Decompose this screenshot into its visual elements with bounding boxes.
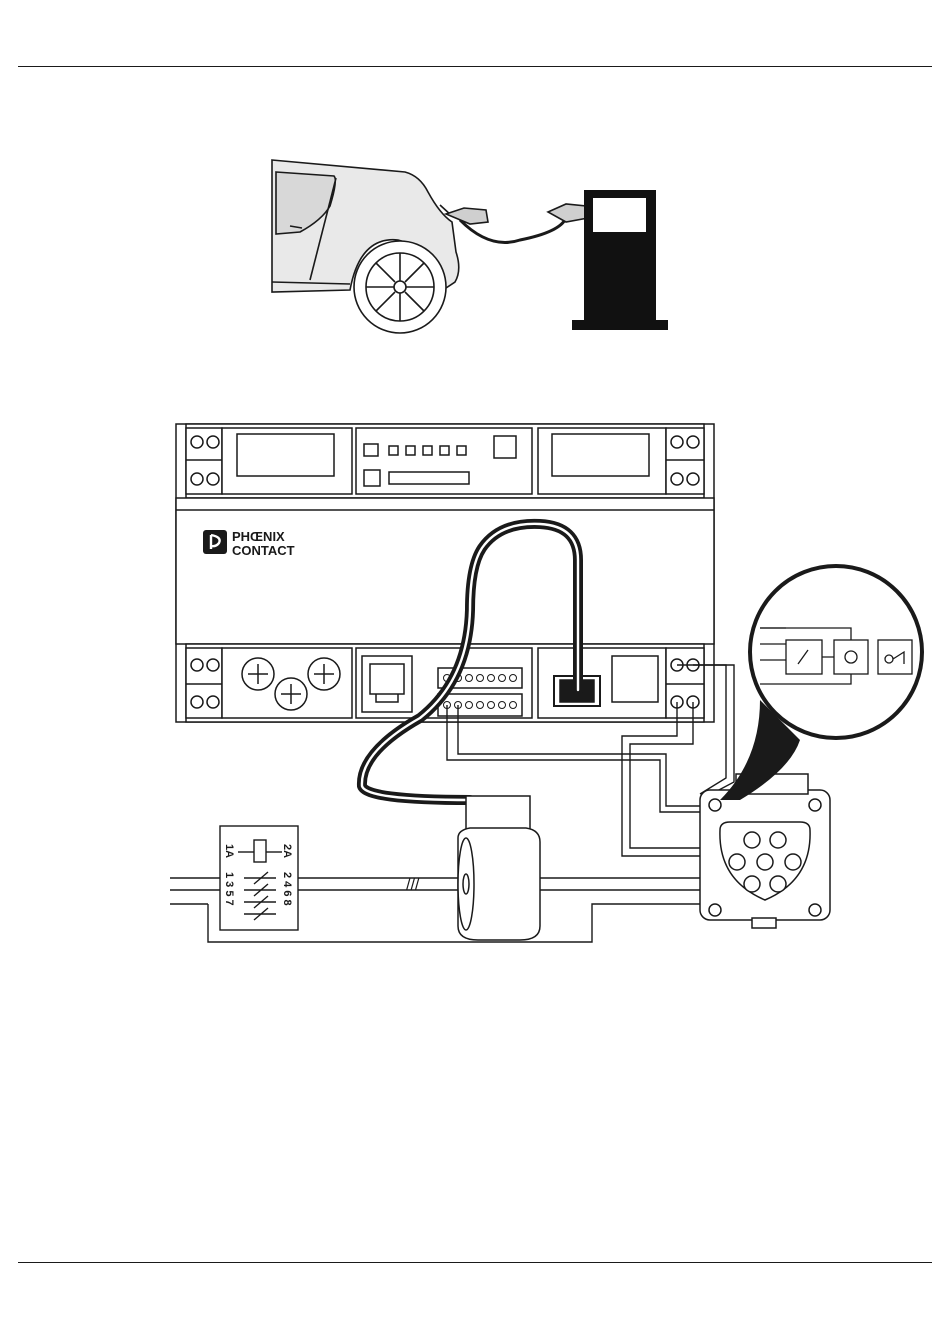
contactor-coil-right: 2A (281, 844, 293, 858)
brand-line2: CONTACT (232, 543, 295, 558)
electric-car (272, 160, 459, 333)
current-transformer (458, 796, 540, 940)
switch-symbol-icon (786, 640, 822, 674)
charging-station (572, 190, 668, 330)
contactor-terminals-right: 2 4 6 8 (281, 872, 293, 906)
brand-logo: PHŒNIX CONTACT (203, 529, 295, 558)
contactor-coil-left: 1A (223, 844, 235, 858)
brand-line1: PHŒNIX (232, 529, 285, 544)
charging-cable (446, 204, 588, 243)
detail-callout (720, 566, 922, 800)
contactor-terminals-left: 1 3 5 7 (223, 872, 235, 906)
conductor-mark: /// (406, 877, 420, 894)
type2-socket (700, 774, 830, 928)
